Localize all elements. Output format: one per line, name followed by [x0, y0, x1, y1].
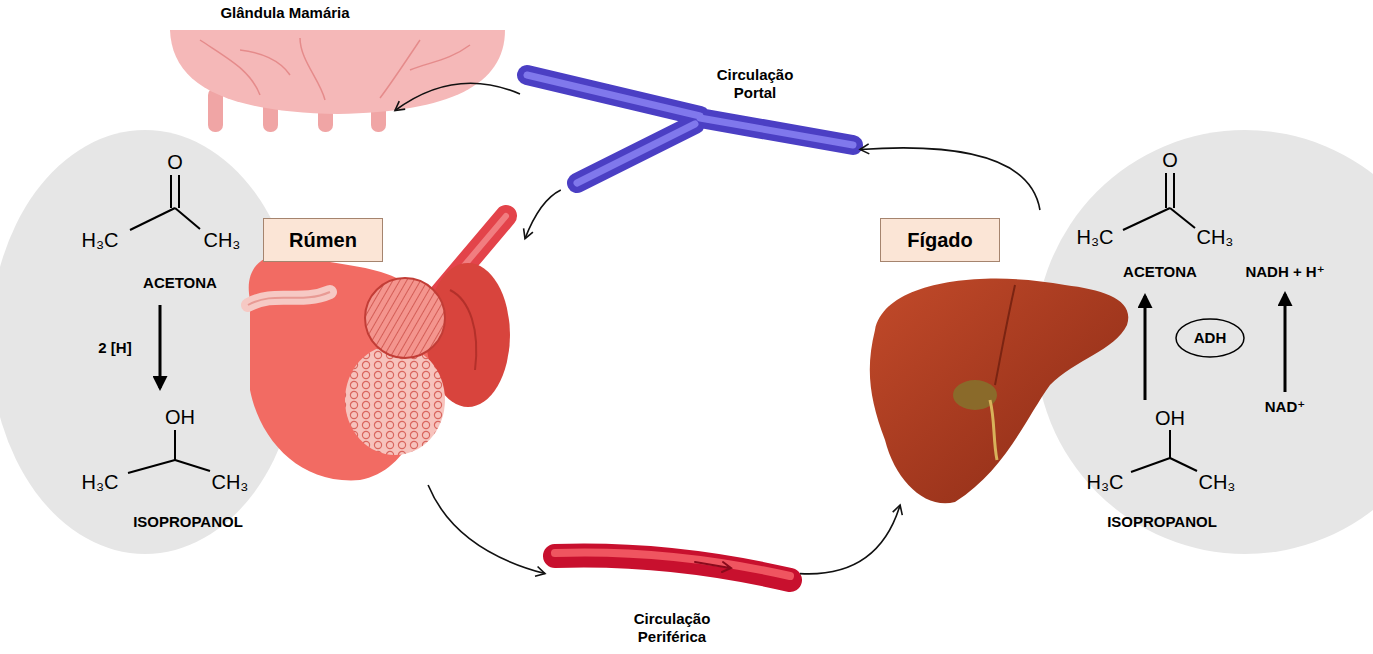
vessel-name: Circulação Portal	[705, 66, 805, 102]
reaction-ellipse: O H₃C CH₃ ACETONA 2 [H] OH H₃C CH₃ ISOPROPANOL	[0, 130, 300, 555]
compound-name: ACETONA	[143, 274, 217, 292]
compound-name: ISOPROPANOL	[133, 513, 243, 531]
organ-node: Fígado	[865, 210, 1135, 505]
flow-arrow	[860, 148, 1040, 210]
compound-name: ACETONA	[1123, 263, 1197, 281]
gland-node: Glândula Mamária	[175, 0, 395, 130]
organ-label: Fígado	[880, 218, 1000, 262]
flow-arrow	[395, 83, 520, 110]
cofactor-label: NADH + H⁺	[1245, 263, 1324, 281]
chemical-bonds	[1123, 173, 1285, 472]
atom-label: CH₃	[203, 228, 240, 252]
chemical-bonds	[128, 175, 210, 473]
organ-label: Rúmen	[263, 218, 383, 262]
vessel-name: Circulação Periférica	[622, 610, 722, 646]
organ-name: Glândula Mamária	[175, 4, 395, 22]
atom-label: CH₃	[211, 470, 248, 494]
atom-label: CH₃	[1198, 470, 1235, 494]
atom-label: OH	[1155, 406, 1185, 430]
atom-label: H₃C	[81, 470, 118, 494]
flow-arrow	[428, 485, 545, 574]
reaction-ellipse: O H₃C CH₃ ACETONA NADH + H⁺ OH H₃C CH₃ ISOPROPAN…	[1035, 130, 1373, 555]
enzyme-name: ADH	[1194, 329, 1227, 347]
flow-arrow	[525, 190, 561, 239]
atom-label: H₃C	[81, 228, 118, 252]
rumen-illustration	[248, 216, 510, 480]
atom-label: CH₃	[1196, 225, 1233, 249]
vessel-node: Circulação Portal	[520, 40, 860, 190]
portal-vein	[527, 75, 853, 183]
atom-label: H₃C	[1076, 225, 1113, 249]
compound-name: ISOPROPANOL	[1107, 513, 1217, 531]
enzyme-outline-shape	[1176, 319, 1244, 357]
reagent-label: 2 [H]	[98, 339, 131, 357]
vessel-node: Circulação Periférica	[545, 540, 800, 652]
atom-label: H₃C	[1086, 470, 1123, 494]
flow-arrow	[800, 505, 900, 574]
atom-label: OH	[165, 405, 195, 429]
cofactor-label: NAD⁺	[1265, 398, 1305, 416]
mammary-gland	[170, 30, 505, 132]
atom-label: O	[1162, 148, 1178, 172]
peripheral-artery	[555, 552, 790, 580]
enzyme-ellipse: ADH	[1175, 318, 1245, 358]
atom-label: O	[167, 150, 183, 174]
liver-illustration	[870, 279, 1129, 504]
organ-node: Rúmen	[240, 205, 525, 485]
